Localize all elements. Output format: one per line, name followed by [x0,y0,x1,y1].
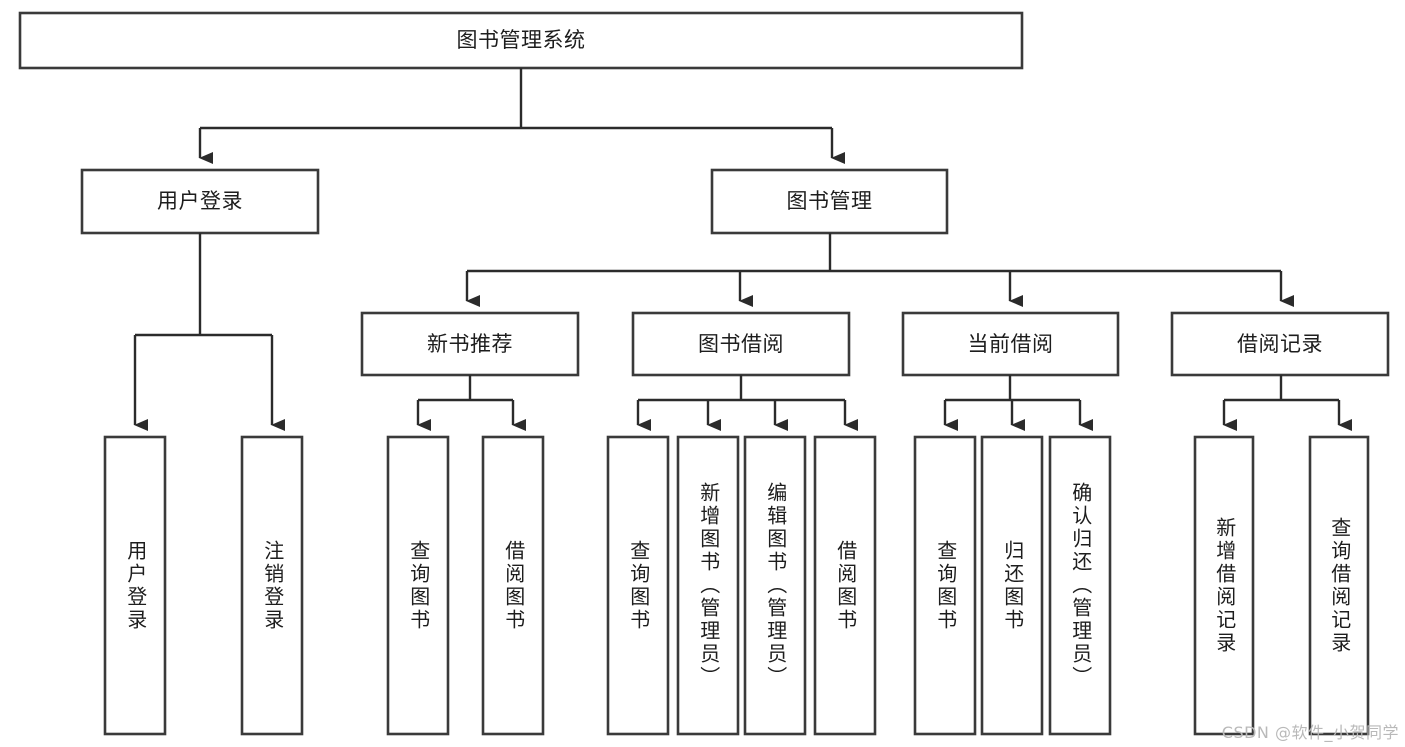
node-box-leaf-edit-book-admin[interactable] [743,435,807,736]
node-box-leaf-borrow-book[interactable] [813,435,877,736]
node-box-root[interactable] [18,11,1024,70]
node-box-new-book-recommend[interactable] [360,311,580,377]
node-box-book-borrow[interactable] [631,311,851,377]
node-box-book-management[interactable] [710,168,949,235]
node-box-leaf-user-logout[interactable] [240,435,304,736]
node-box-leaf-return-book[interactable] [980,435,1044,736]
node-box-borrow-record[interactable] [1170,311,1390,377]
node-box-leaf-query-book-recommend[interactable] [386,435,450,736]
node-box-leaf-add-book-admin[interactable] [676,435,740,736]
node-box-leaf-query-borrow-record[interactable] [1308,435,1370,736]
node-box-leaf-user-login[interactable] [103,435,167,736]
node-box-leaf-query-book-current[interactable] [913,435,977,736]
node-box-leaf-confirm-return-admin[interactable] [1048,435,1112,736]
node-box-current-borrow[interactable] [901,311,1120,377]
node-box-leaf-borrow-book-recommend[interactable] [481,435,545,736]
node-box-leaf-add-borrow-record[interactable] [1193,435,1255,736]
node-box-user-login[interactable] [80,168,320,235]
node-box-leaf-query-book-borrow[interactable] [606,435,670,736]
